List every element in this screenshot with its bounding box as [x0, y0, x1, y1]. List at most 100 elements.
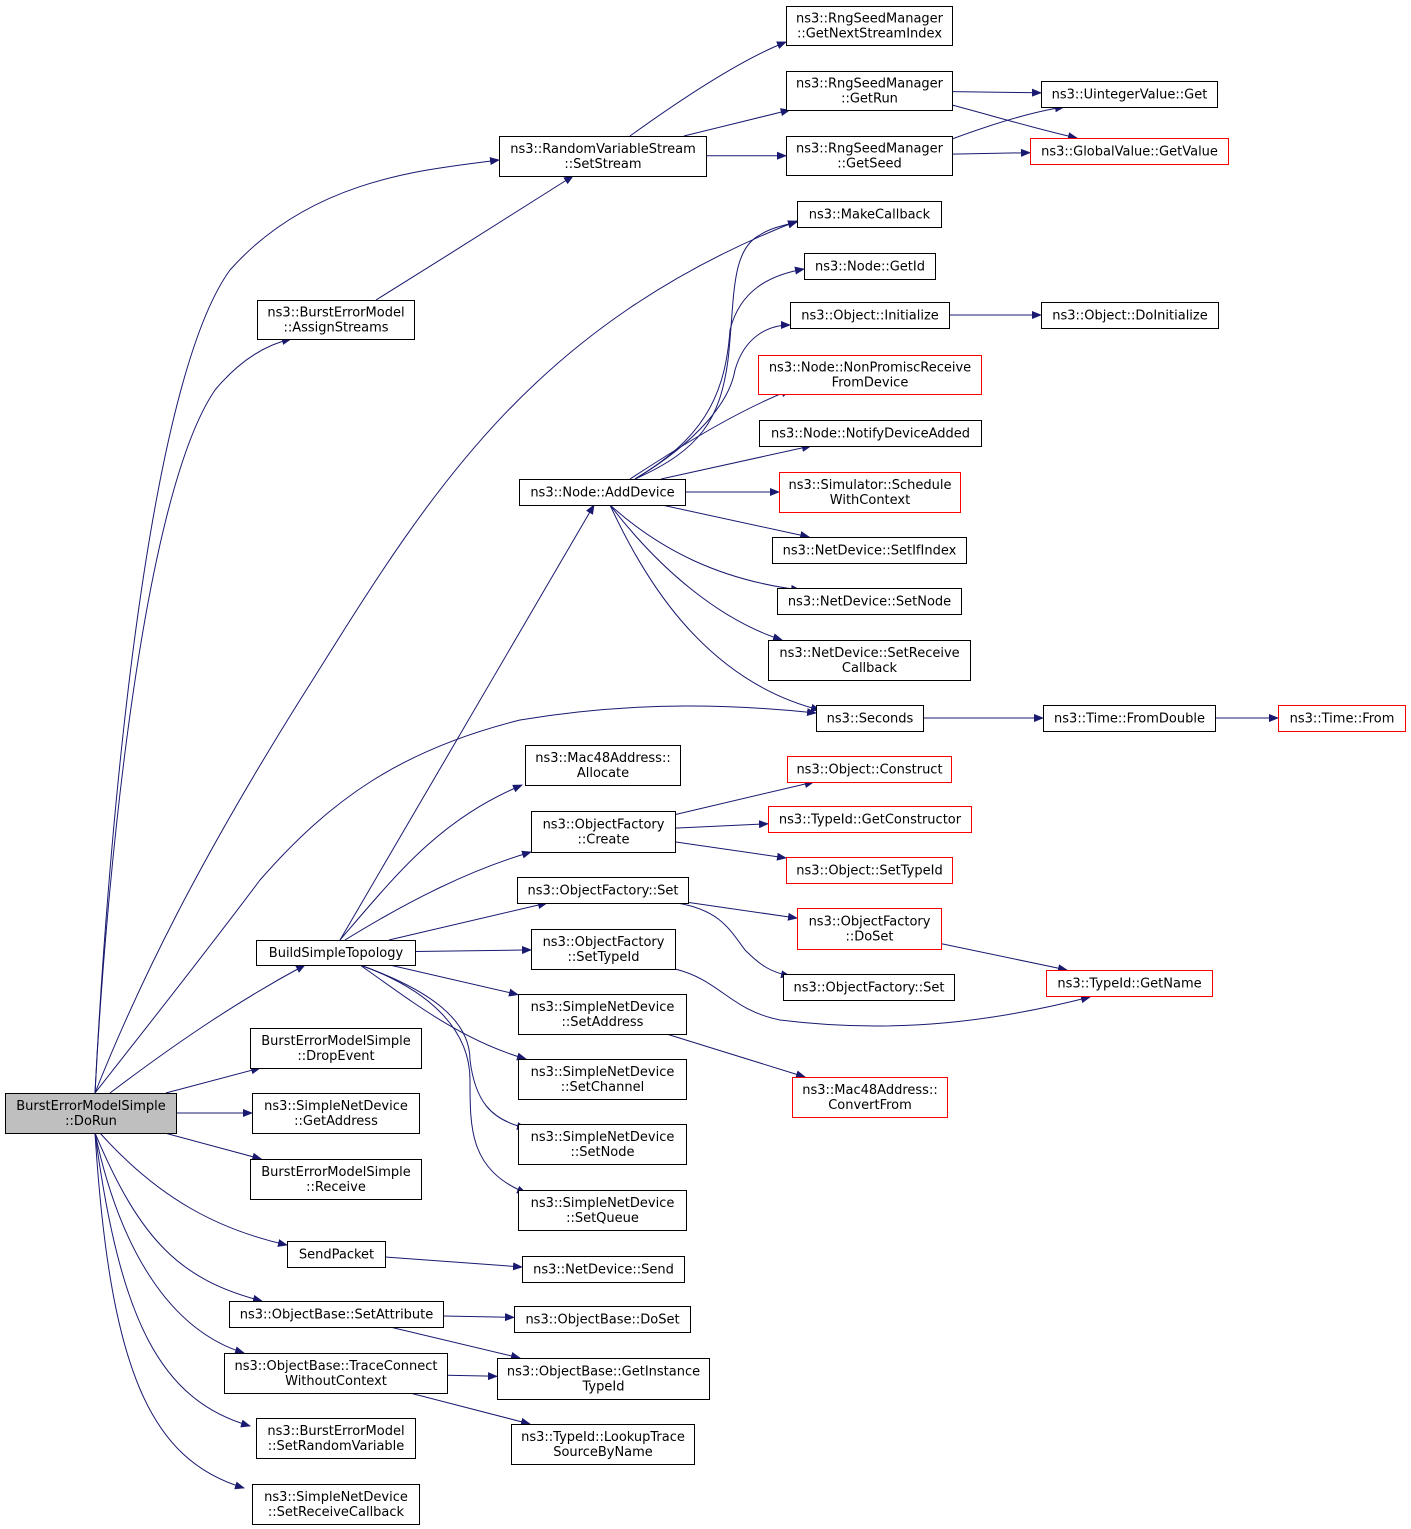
node-mac_convertfrom[interactable]: ns3::Mac48Address::ConvertFrom: [792, 1077, 948, 1118]
node-label-makecallback-0: ns3::MakeCallback: [809, 208, 931, 223]
edge-of_set-to-of_doset: [687, 901, 798, 921]
node-label-of_settypeid-1: ::SetTypeId: [567, 950, 639, 965]
node-rvs_setstream[interactable]: ns3::RandomVariableStream::SetStream: [499, 136, 707, 177]
node-time_fromdouble[interactable]: ns3::Time::FromDouble: [1043, 705, 1216, 732]
node-box-rvs_setstream: [499, 136, 707, 177]
node-label-nd_setreceive-1: Callback: [842, 661, 898, 676]
node-tid_getname[interactable]: ns3::TypeId::GetName: [1046, 970, 1213, 997]
node-label-obj_init-0: ns3::Object::Initialize: [801, 309, 939, 324]
node-nd_setreceive[interactable]: ns3::NetDevice::SetReceiveCallback: [768, 640, 971, 681]
node-node_getid[interactable]: ns3::Node::GetId: [804, 253, 936, 280]
node-label-of_doset-1: ::DoSet: [845, 930, 893, 945]
node-rng_next[interactable]: ns3::RngSeedManager::GetNextStreamIndex: [786, 6, 953, 46]
node-seconds[interactable]: ns3::Seconds: [816, 705, 924, 732]
node-snd_setqueue[interactable]: ns3::SimpleNetDevice::SetQueue: [518, 1190, 687, 1231]
node-obj_init[interactable]: ns3::Object::Initialize: [790, 302, 950, 329]
edge-node_adddevice-to-node_nonpromisc: [629, 389, 791, 480]
edge-root-to-makecallback: [94, 220, 798, 1094]
node-label-seconds-0: ns3::Seconds: [827, 712, 914, 727]
node-box-ob_traceconnect: [224, 1353, 448, 1394]
node-bems_drop[interactable]: BurstErrorModelSimple::DropEvent: [250, 1028, 422, 1069]
node-snd_getaddress[interactable]: ns3::SimpleNetDevice::GetAddress: [252, 1093, 420, 1134]
node-ob_doset[interactable]: ns3::ObjectBase::DoSet: [514, 1306, 691, 1333]
node-bem_setrandom[interactable]: ns3::BurstErrorModel::SetRandomVariable: [256, 1418, 416, 1459]
edge-build_topology-to-node_adddevice: [339, 504, 595, 941]
node-nd_setnode[interactable]: ns3::NetDevice::SetNode: [777, 588, 962, 615]
node-root[interactable]: BurstErrorModelSimple::DoRun: [5, 1093, 177, 1134]
node-time_from[interactable]: ns3::Time::From: [1278, 705, 1406, 732]
edge-build_topology-to-snd_setnode: [359, 964, 527, 1130]
node-mac_allocate[interactable]: ns3::Mac48Address::Allocate: [525, 745, 681, 786]
node-box-node_nonpromisc: [758, 355, 982, 395]
node-box-sendpacket: [287, 1241, 386, 1268]
edge-build_topology-to-snd_setchannel: [359, 964, 527, 1061]
node-label-snd_setnode-1: ::SetNode: [570, 1145, 634, 1160]
node-of_doset[interactable]: ns3::ObjectFactory::DoSet: [797, 908, 942, 950]
node-snd_setchannel[interactable]: ns3::SimpleNetDevice::SetChannel: [518, 1059, 687, 1100]
node-of_create[interactable]: ns3::ObjectFactory::Create: [531, 811, 676, 853]
node-box-snd_setreceivecb: [252, 1484, 420, 1525]
node-obj_settypeid[interactable]: ns3::Object::SetTypeId: [786, 857, 953, 884]
node-bem_assign[interactable]: ns3::BurstErrorModel::AssignStreams: [257, 300, 415, 340]
node-label-snd_setqueue-1: ::SetQueue: [566, 1211, 639, 1226]
edge-build_topology-to-mac_allocate: [339, 784, 523, 941]
edge-ob_setattribute-to-ob_doset: [442, 1313, 515, 1322]
node-snd_setreceivecb[interactable]: ns3::SimpleNetDevice::SetReceiveCallback: [252, 1484, 420, 1525]
node-label-rvs_setstream-1: ::SetStream: [564, 157, 641, 172]
node-box-obj_construct: [787, 756, 952, 783]
node-label-bems_receive-0: BurstErrorModelSimple: [261, 1165, 410, 1180]
edge-build_topology-to-of_set: [388, 901, 548, 941]
node-obj_construct[interactable]: ns3::Object::Construct: [787, 756, 952, 783]
node-label-sim_schedule-1: WithContext: [830, 493, 910, 508]
node-label-snd_setreceivecb-1: ::SetReceiveCallback: [268, 1505, 405, 1520]
edge-node_adddevice-to-makecallback: [634, 220, 798, 480]
node-sendpacket[interactable]: SendPacket: [287, 1241, 386, 1268]
node-of_set[interactable]: ns3::ObjectFactory::Set: [517, 877, 689, 904]
node-of_set2[interactable]: ns3::ObjectFactory::Set: [783, 974, 955, 1001]
node-label-root-1: ::DoRun: [65, 1114, 117, 1129]
node-box-makecallback: [797, 201, 942, 228]
node-ob_traceconnect[interactable]: ns3::ObjectBase::TraceConnectWithoutCont…: [224, 1353, 448, 1394]
node-box-ob_doset: [514, 1306, 691, 1333]
node-snd_setnode[interactable]: ns3::SimpleNetDevice::SetNode: [518, 1124, 687, 1165]
node-obj_doinit[interactable]: ns3::Object::DoInitialize: [1041, 302, 1219, 329]
node-label-node_getid-0: ns3::Node::GetId: [815, 260, 925, 275]
node-label-bems_drop-1: ::DropEvent: [297, 1049, 374, 1064]
node-nd_send[interactable]: ns3::NetDevice::Send: [522, 1256, 685, 1283]
node-label-obj_settypeid-0: ns3::Object::SetTypeId: [796, 864, 942, 879]
node-box-ob_setattribute: [229, 1301, 444, 1328]
node-label-rng_seed-1: ::GetSeed: [837, 157, 901, 172]
edge-of_create-to-obj_settypeid: [674, 841, 787, 861]
node-nd_setifindex[interactable]: ns3::NetDevice::SetIfIndex: [772, 537, 967, 564]
node-label-build_topology-0: BuildSimpleTopology: [269, 946, 404, 961]
node-gv_get[interactable]: ns3::GlobalValue::GetValue: [1030, 138, 1229, 165]
node-bems_receive[interactable]: BurstErrorModelSimple::Receive: [250, 1159, 422, 1200]
node-node_notify[interactable]: ns3::Node::NotifyDeviceAdded: [759, 420, 982, 447]
node-tid_getconstructor[interactable]: ns3::TypeId::GetConstructor: [768, 806, 972, 833]
node-uint_get[interactable]: ns3::UintegerValue::Get: [1041, 81, 1218, 108]
node-label-sim_schedule-0: ns3::Simulator::Schedule: [788, 478, 951, 493]
node-label-root-0: BurstErrorModelSimple: [16, 1099, 165, 1114]
node-box-root: [5, 1093, 177, 1134]
edge-node_adddevice-to-nd_setifindex: [661, 504, 811, 539]
node-ob_setattribute[interactable]: ns3::ObjectBase::SetAttribute: [229, 1301, 444, 1328]
node-label-bem_setrandom-0: ns3::BurstErrorModel: [267, 1424, 404, 1439]
node-build_topology[interactable]: BuildSimpleTopology: [256, 940, 416, 966]
node-makecallback[interactable]: ns3::MakeCallback: [797, 201, 942, 228]
node-label-sendpacket-0: SendPacket: [299, 1248, 374, 1263]
node-of_settypeid[interactable]: ns3::ObjectFactory::SetTypeId: [531, 929, 676, 970]
node-rng_seed[interactable]: ns3::RngSeedManager::GetSeed: [786, 136, 953, 176]
node-node_adddevice[interactable]: ns3::Node::AddDevice: [519, 479, 686, 506]
node-rng_run[interactable]: ns3::RngSeedManager::GetRun: [786, 71, 953, 111]
node-box-rng_run: [786, 71, 953, 111]
edge-node_adddevice-to-node_getid: [634, 266, 805, 480]
node-label-node_nonpromisc-0: ns3::Node::NonPromiscReceive: [769, 361, 971, 376]
node-snd_setaddress[interactable]: ns3::SimpleNetDevice::SetAddress: [518, 994, 687, 1035]
node-label-rng_next-0: ns3::RngSeedManager: [796, 12, 944, 27]
node-label-mac_allocate-0: ns3::Mac48Address::: [535, 751, 670, 766]
edge-sendpacket-to-nd_send: [384, 1256, 523, 1271]
